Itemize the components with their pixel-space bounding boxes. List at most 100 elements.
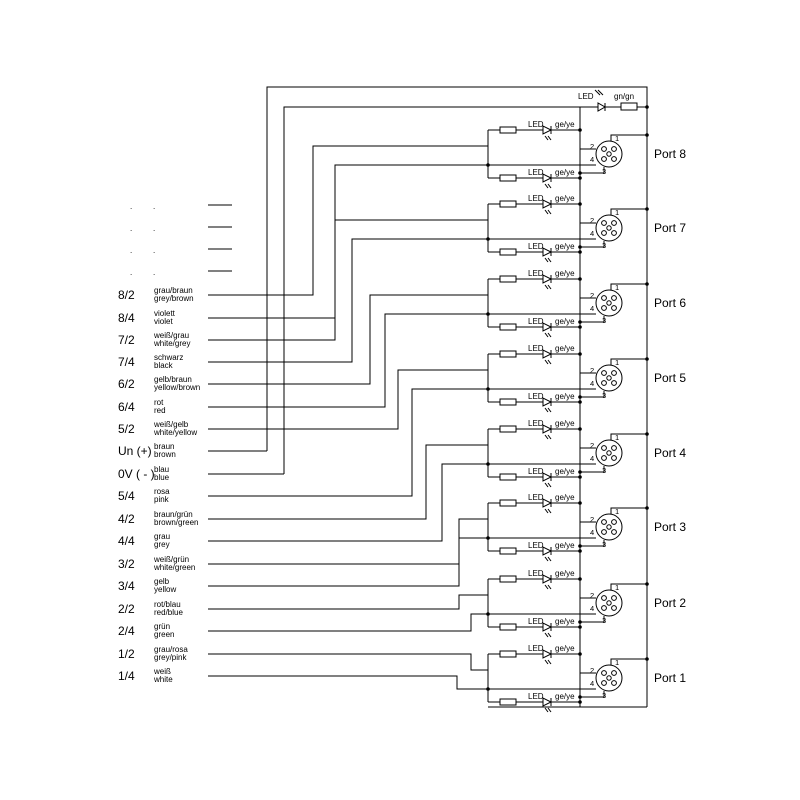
led-resistor <box>499 248 517 256</box>
connector-pin <box>611 605 617 611</box>
led-light-ray <box>547 135 552 141</box>
zero-volt-line <box>283 106 647 474</box>
signal-wire <box>208 444 488 520</box>
pin-3-line <box>580 466 605 473</box>
led-label: LED <box>528 242 544 251</box>
led-resistor <box>499 623 517 631</box>
junction-dot <box>578 277 582 281</box>
wire-code: 8/2 <box>118 288 135 302</box>
led-diode <box>542 199 553 209</box>
signal-wire <box>208 388 488 497</box>
connector-pin <box>611 455 617 461</box>
wire-code: 1/4 <box>118 669 135 683</box>
pin-number: 4 <box>590 604 594 613</box>
led-color: ge/ye <box>555 541 575 550</box>
wire-code: 8/4 <box>118 311 135 325</box>
pin-3-line <box>580 167 605 174</box>
led-resistor <box>499 650 517 658</box>
connector-pin <box>601 220 607 226</box>
wire-color-en: blue <box>154 473 170 482</box>
wire-color-de: weiß/grau <box>153 331 189 340</box>
junction-dot <box>645 105 649 109</box>
pin-number: 1 <box>615 507 619 516</box>
led-light-ray <box>544 183 549 189</box>
junction-dot <box>578 544 582 548</box>
connector-pin <box>601 455 607 461</box>
connector-pin <box>611 295 617 301</box>
pin-number: 2 <box>590 366 594 375</box>
wire-code: 4/4 <box>118 534 135 548</box>
led-resistor <box>499 398 517 406</box>
led-diode <box>542 546 553 556</box>
junction-dot <box>578 395 582 399</box>
wire-color-de: braun/grün <box>154 510 193 519</box>
connector-pin <box>606 225 612 231</box>
power-rails <box>266 86 649 708</box>
placeholder-dot: . <box>153 246 155 255</box>
wire-color-en: green <box>154 630 174 639</box>
wire-color-de: gelb/braun <box>154 375 192 384</box>
pin-number: 1 <box>615 358 619 367</box>
connector-pin <box>601 305 607 311</box>
junction-dot <box>645 506 649 510</box>
led-resistor <box>499 499 517 507</box>
connector-pin <box>601 529 607 535</box>
led-light-ray <box>544 257 549 263</box>
pin-1-line <box>610 358 647 365</box>
led-label: LED <box>528 344 544 353</box>
led-diode <box>542 472 553 482</box>
pin-1-line <box>610 507 647 514</box>
junction-dot <box>645 133 649 137</box>
pin-number: 4 <box>590 304 594 313</box>
led-light-ray <box>544 556 549 562</box>
junction-dot <box>578 202 582 206</box>
pin-number: 1 <box>615 658 619 667</box>
led-color: ge/ye <box>555 419 575 428</box>
led-diode <box>542 274 553 284</box>
junction-dot <box>578 400 582 404</box>
junction-dot <box>578 470 582 474</box>
signal-wire <box>208 369 488 430</box>
pin-number: 2 <box>590 216 594 225</box>
junction-dot <box>578 320 582 324</box>
pin-number: 1 <box>615 583 619 592</box>
junction-dot <box>645 657 649 661</box>
pin-3-line <box>580 241 605 248</box>
wire-color-de: rosa <box>154 487 170 496</box>
wire-color-de: grau/rosa <box>154 645 188 654</box>
led-color: ge/ye <box>555 194 575 203</box>
pin-number: 4 <box>590 528 594 537</box>
led-light-ray <box>544 407 549 413</box>
pin-number: 4 <box>590 679 594 688</box>
pin-number: 3 <box>602 466 606 475</box>
wire-color-en: grey/pink <box>154 653 187 662</box>
wire-code: 2/4 <box>118 624 135 638</box>
led-light-ray <box>544 482 549 488</box>
wire-color-de: blau <box>154 465 169 474</box>
pin-number: 3 <box>602 241 606 250</box>
wire-code: 0V ( - ) <box>118 467 155 481</box>
pin-number: 2 <box>590 441 594 450</box>
wire-color-de: grau <box>154 532 170 541</box>
led-diode <box>542 322 553 332</box>
pin-3-line <box>580 616 605 623</box>
connector-pin <box>611 146 617 152</box>
led-light-ray <box>547 659 552 665</box>
signal-wire <box>208 313 488 408</box>
led-label: LED <box>528 317 544 326</box>
led-light-ray <box>544 359 549 365</box>
port-label: Port 6 <box>654 296 686 310</box>
port-label: Port 2 <box>654 596 686 610</box>
wire-color-de: violett <box>154 309 176 318</box>
led-light-ray <box>547 407 552 413</box>
led-diode <box>542 125 553 135</box>
connector-pin <box>601 670 607 676</box>
led-diode <box>542 622 553 632</box>
led-light-ray <box>544 332 549 338</box>
